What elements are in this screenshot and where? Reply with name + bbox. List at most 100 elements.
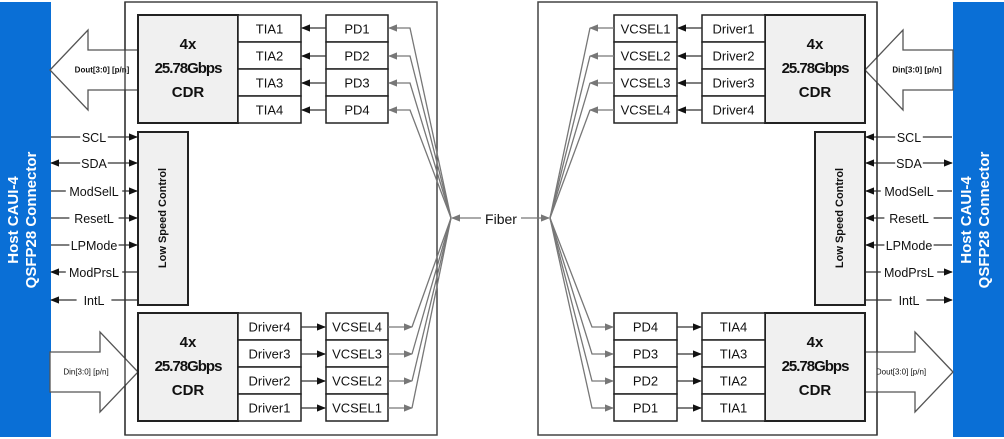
fiber-rx-line-left [388, 52, 452, 219]
signal-label-bg [895, 129, 923, 145]
host-label-line2: QSFP28 Connector [23, 151, 40, 288]
host-label-line1: Host CAUI-4 [958, 176, 975, 264]
tia-cell [237, 95, 302, 124]
pd-label: PD1 [344, 22, 369, 37]
cdr-rx-right-line3: CDR [799, 382, 832, 399]
signal-label-bg [895, 155, 923, 171]
signal-label-bg [76, 292, 112, 308]
pd-cell [325, 95, 389, 124]
signal-label-bg [880, 264, 938, 280]
fiber-rx-line-right [549, 217, 614, 331]
cdr-tx-right-line3: CDR [799, 84, 832, 101]
signal-label-bg [884, 210, 934, 226]
driver-cell [701, 14, 766, 43]
dout-arrow-left-label: Dout[3:0] [p/n] [75, 66, 130, 75]
signal-label-intl: IntL [84, 294, 105, 308]
fiber-rx-line-left [388, 106, 452, 219]
signal-label-sda: SDA [896, 157, 922, 171]
tia-label: TIA4 [720, 320, 747, 335]
signal-label-bg [80, 155, 108, 171]
tia-label: TIA1 [720, 401, 747, 416]
signal-label-scl: SCL [82, 131, 106, 145]
low-speed-control-right [814, 131, 866, 306]
cdr-rx-left-line3: CDR [172, 84, 205, 101]
host-label-line1: Host CAUI-4 [5, 176, 22, 264]
tia-cell [237, 41, 302, 70]
vcsel-label: VCSEL4 [332, 320, 382, 335]
pd-label: PD4 [344, 103, 369, 118]
tia-cell [701, 339, 766, 368]
fiber-tx-line-left [411, 217, 452, 355]
signal-label-scl: SCL [897, 131, 921, 145]
fiber-label: Fiber [485, 211, 517, 227]
low-speed-control-label: Low Speed Control [157, 168, 169, 268]
signal-label-bg [891, 292, 927, 308]
driver-label: Driver3 [249, 347, 291, 362]
vcsel-cell [325, 393, 389, 422]
cdr-rx-left-line2: 25.78Gbps [155, 60, 223, 77]
fiber-rx-line-right [549, 217, 614, 412]
fiber-rx-line-right [549, 217, 614, 385]
cdr-rx-left-line1: 4x [180, 36, 197, 53]
tia-cell [701, 393, 766, 422]
vcsel-label: VCSEL2 [621, 49, 671, 64]
tia-label: TIA4 [256, 103, 283, 118]
low-speed-control-left [137, 131, 189, 306]
driver-label: Driver1 [713, 22, 755, 37]
host-connector-right [953, 2, 1004, 437]
cdr-rx-right-line1: 4x [807, 334, 824, 351]
signal-label-modsell: ModSelL [884, 185, 933, 199]
pd-label: PD3 [633, 347, 658, 362]
signal-label-bg [69, 237, 119, 253]
driver-cell [237, 312, 302, 341]
fiber-tx-line-right [549, 82, 591, 219]
signal-label-bg [884, 237, 934, 253]
signal-label-lpmode: LPMode [71, 239, 118, 253]
fiber-rx-line-left [388, 24, 452, 219]
tia-cell [237, 14, 302, 43]
fiber-rx-line-left [388, 79, 452, 219]
signal-label-bg [69, 210, 119, 226]
signal-label-resetl: ResetL [74, 212, 114, 226]
signal-label-bg [65, 183, 123, 199]
pd-cell [613, 366, 678, 395]
pd-label: PD4 [633, 320, 658, 335]
vcsel-label: VCSEL1 [621, 22, 671, 37]
driver-label: Driver2 [713, 49, 755, 64]
cdr-rx-left [137, 14, 239, 124]
tia-cell [237, 68, 302, 97]
tia-cell [701, 366, 766, 395]
tia-label: TIA2 [720, 374, 747, 389]
signal-label-bg [65, 264, 123, 280]
driver-label: Driver4 [249, 320, 291, 335]
driver-label: Driver2 [249, 374, 291, 389]
tia-label: TIA3 [256, 76, 283, 91]
signal-label-lpmode: LPMode [886, 239, 933, 253]
fiber-tx-line-right [549, 109, 591, 219]
driver-label: Driver3 [713, 76, 755, 91]
din-arrow-left-label: Din[3:0] [p/n] [63, 368, 108, 377]
fiber-label-bg [481, 209, 521, 227]
pd-label: PD1 [633, 401, 658, 416]
din-arrow-right-label: Din[3:0] [p/n] [892, 66, 942, 75]
cdr-tx-right-line1: 4x [807, 36, 824, 53]
cdr-tx-right-line2: 25.78Gbps [782, 60, 850, 77]
cdr-tx-left-line3: CDR [172, 382, 205, 399]
vcsel-cell [613, 95, 678, 124]
dout-arrow-right-label: Dout[3:0] [p/n] [876, 368, 926, 377]
cdr-tx-left-line2: 25.78Gbps [155, 358, 223, 375]
signal-label-resetl: ResetL [889, 212, 929, 226]
vcsel-label: VCSEL3 [621, 76, 671, 91]
driver-cell [237, 339, 302, 368]
tia-cell [701, 312, 766, 341]
pd-label: PD2 [633, 374, 658, 389]
vcsel-label: VCSEL3 [332, 347, 382, 362]
vcsel-cell [325, 366, 389, 395]
din-arrow-right [864, 28, 954, 112]
signal-label-bg [880, 183, 938, 199]
fiber-tx-line-left [411, 217, 452, 328]
tia-label: TIA2 [256, 49, 283, 64]
vcsel-label: VCSEL4 [621, 103, 671, 118]
fiber-rx-line-right [549, 217, 614, 358]
signal-label-modprsl: ModPrsL [69, 266, 119, 280]
